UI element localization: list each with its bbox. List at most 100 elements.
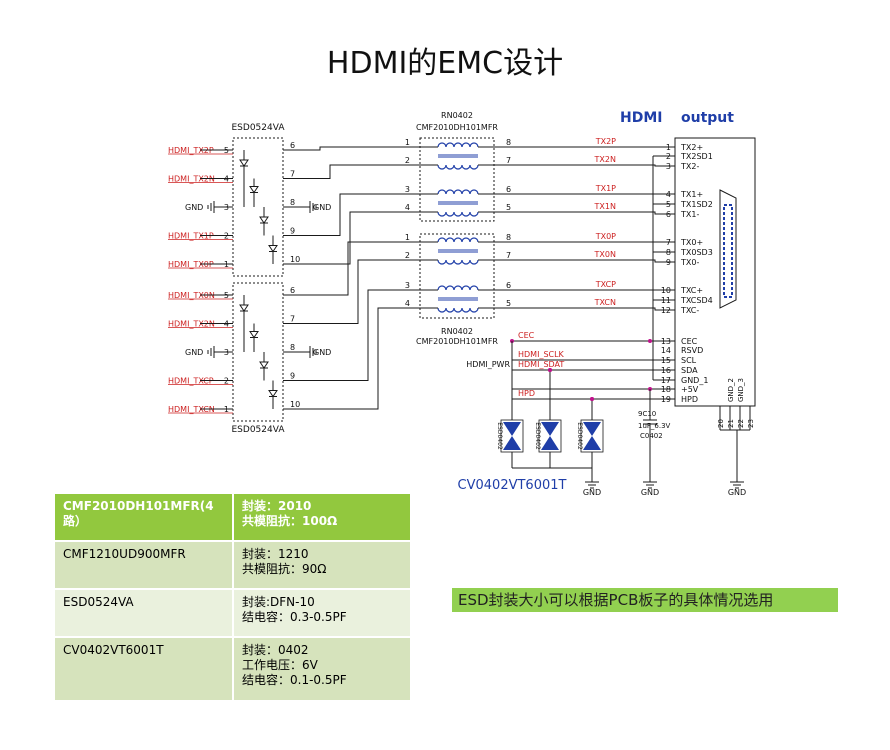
page-title: HDMI的EMC设计 — [326, 46, 564, 81]
trace — [514, 259, 675, 263]
junction-dot — [590, 397, 594, 401]
esd-block — [232, 282, 284, 422]
choke-block — [419, 233, 495, 319]
trace — [305, 307, 400, 410]
connector-pin-name: SDA — [681, 366, 698, 375]
net-label: HDMI_TX0N — [168, 291, 215, 300]
choke-part: CMF2010DH101MFR — [416, 337, 498, 346]
pin-number: 9 — [290, 227, 295, 236]
pin-number: 8 — [506, 138, 511, 147]
pin-number: 21 — [727, 419, 735, 428]
spec-desc-line: 共模阻抗：100Ω — [242, 514, 338, 528]
coil-icon — [437, 189, 479, 195]
hdmi-connector — [674, 137, 756, 407]
spec-table: CMF2010DH101MFR(4路） 封装：2010 共模阻抗：100Ω CM… — [55, 494, 410, 702]
diode-icon — [259, 216, 269, 224]
pin-number: 14 — [661, 346, 671, 355]
net-label: TX0N — [594, 250, 616, 259]
trace — [514, 307, 675, 311]
trace — [305, 193, 400, 236]
connector-pin-name: TX1- — [680, 210, 699, 219]
net-label: GND — [641, 488, 659, 497]
hdmi-receptacle-icon — [719, 189, 737, 309]
spec-desc-line: 封装：2010 — [242, 499, 312, 513]
pin-number: 8 — [290, 343, 295, 352]
connector-pin-name: TXCSD4 — [680, 296, 713, 305]
net-label: HPD — [518, 389, 535, 398]
spec-desc: 封装:DFN-10 结电容：0.3-0.5PF — [233, 589, 410, 638]
pin-number: 1 — [405, 233, 410, 242]
connector-pin-name: GND_1 — [681, 376, 708, 385]
esd-small-label: ESD0402 — [576, 422, 583, 450]
spec-desc-line: 结电容：0.1-0.5PF — [242, 673, 347, 687]
pin-number: 3 — [405, 281, 410, 290]
spec-part: ESD0524VA — [55, 589, 234, 638]
net-label: GND — [185, 203, 203, 212]
coil-icon — [437, 307, 479, 313]
net-label: HDMI_PWR — [466, 360, 510, 369]
net-label: HDMI_SDAT — [518, 360, 564, 369]
trace — [305, 146, 400, 151]
esd-block — [232, 137, 284, 277]
trace — [514, 164, 675, 167]
spec-desc-line: 封装:DFN-10 — [242, 595, 315, 609]
spec-desc: 封装：2010 共模阻抗：100Ω — [233, 494, 410, 542]
pin-number: 6 — [506, 281, 511, 290]
pin-number: 3 — [224, 203, 229, 212]
spec-part: CMF1210UD900MFR — [55, 541, 234, 590]
pin-number: 8 — [506, 233, 511, 242]
connector-pin-name: TX0SD3 — [680, 248, 713, 257]
pin-number: 6 — [290, 286, 295, 295]
pin-number: 7 — [290, 315, 295, 324]
connector-pin-name: GND_3 — [737, 378, 745, 402]
connector-pin-name: GND_2 — [727, 378, 735, 402]
connector-pin-name: CEC — [681, 337, 698, 346]
trace — [305, 241, 400, 296]
pin-number: 5 — [506, 203, 511, 212]
spec-part: CMF2010DH101MFR(4路） — [55, 494, 234, 542]
net-label: HDMI_TXCP — [168, 377, 214, 386]
trace — [305, 259, 400, 324]
trace — [514, 211, 675, 215]
pin-number: 7 — [506, 251, 511, 260]
esd-small-label: ESD0402 — [496, 422, 503, 450]
diode-icon — [268, 390, 278, 398]
pin-number: 7 — [506, 156, 511, 165]
net-label: CEC — [518, 331, 535, 340]
pin-number: 10 — [290, 255, 300, 264]
connector-pin-name: TX2- — [680, 162, 699, 171]
pin-number: 5 — [224, 146, 229, 155]
pin-number: 5 — [506, 299, 511, 308]
coil-icon — [437, 211, 479, 217]
spec-desc-line: 封装：0402 — [242, 643, 309, 657]
table-row: CMF1210UD900MFR 封装：1210 共模阻抗：90Ω — [55, 541, 410, 590]
net-label: GND — [313, 203, 331, 212]
connector-pin-name: TX0- — [680, 258, 699, 267]
pin-number: 2 — [224, 377, 229, 386]
coil-icon — [437, 142, 479, 148]
esd0402-icon — [503, 422, 521, 436]
pin-number: 6 — [290, 141, 295, 150]
trace — [305, 211, 400, 265]
connector-pin-name: TX2SD1 — [680, 152, 713, 161]
table-row: ESD0524VA 封装:DFN-10 结电容：0.3-0.5PF — [55, 589, 410, 638]
spec-desc-line: 共模阻抗：90Ω — [242, 562, 327, 576]
connector-pin-name: +5V — [681, 385, 699, 394]
cap-ref: 9C10 — [638, 410, 656, 418]
diode-icon — [239, 159, 249, 167]
diode-icon — [249, 186, 259, 194]
table-row: CV0402VT6001T 封装：0402 工作电压：6V 结电容：0.1-0.… — [55, 637, 410, 702]
connector-pin-name: TX0+ — [680, 238, 703, 247]
net-label: TX2P — [595, 137, 616, 146]
net-label: TXCP — [595, 280, 616, 289]
pin-number: 8 — [290, 198, 295, 207]
esd-top-label: ESD0524VA — [232, 123, 286, 133]
diode-icon — [239, 304, 249, 312]
choke-block — [419, 137, 495, 222]
pin-number: 9 — [290, 372, 295, 381]
pin-number: 6 — [506, 185, 511, 194]
net-label: GND — [728, 488, 746, 497]
pin-number: 2 — [224, 232, 229, 241]
diode-icon — [259, 361, 269, 369]
